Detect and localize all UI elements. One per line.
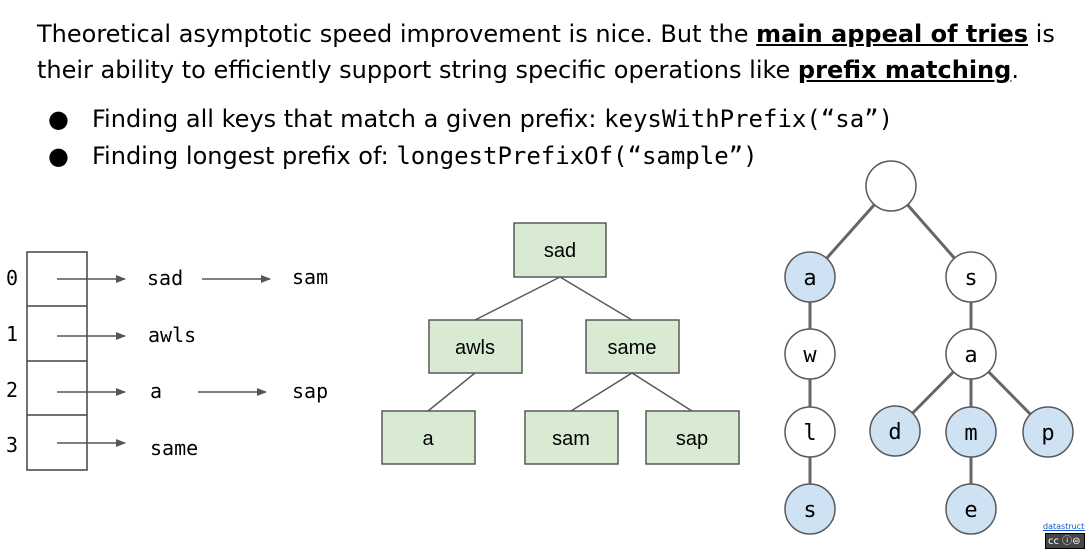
tree-edge	[559, 276, 633, 321]
trie-node-label: a	[803, 266, 816, 291]
trie	[808, 185, 1050, 509]
bst-node-label: awls	[455, 337, 495, 359]
bst-node	[513, 222, 607, 278]
binary-search-tree	[381, 222, 740, 465]
trie-node-label: l	[803, 421, 816, 446]
bullet-dot-icon: ●	[48, 105, 69, 133]
bucket-index: 3	[6, 433, 18, 457]
bst-node-label: same	[608, 337, 657, 359]
trie-key-node	[784, 483, 836, 535]
bst-node	[428, 319, 523, 374]
trie-key-node	[869, 405, 921, 457]
emphasis-main-appeal: main appeal of tries	[756, 20, 1029, 48]
trie-node-label: w	[803, 343, 817, 368]
footer-link[interactable]: datastructur	[1043, 522, 1085, 531]
bst-node-label: a	[422, 428, 434, 450]
tree-edge	[631, 372, 693, 412]
bst-node	[381, 410, 476, 465]
chain-key: same	[150, 436, 198, 460]
trie-key-node	[784, 251, 836, 303]
trie-node-label: m	[964, 421, 977, 446]
chain-key: sap	[292, 379, 328, 403]
cc-license-icon: cc ⓘ⊜	[1045, 533, 1085, 549]
trie-key-node	[945, 406, 997, 458]
chain-key: a	[150, 379, 162, 403]
trie-node-label: e	[964, 498, 977, 523]
bucket-index: 2	[6, 378, 18, 402]
trie-node	[945, 251, 997, 303]
trie-key-node	[945, 483, 997, 535]
tree-edge	[570, 372, 633, 412]
chain-key: sam	[292, 265, 328, 289]
bullet-dot-icon: ●	[48, 142, 69, 170]
bullet-longest-prefix: ●Finding longest prefix of: longestPrefi…	[48, 138, 758, 174]
trie-node-label: s	[803, 498, 816, 523]
trie-key-node	[1022, 406, 1074, 458]
emphasis-prefix-matching: prefix matching	[797, 56, 1012, 84]
bst-node	[645, 410, 740, 465]
bst-node-label: sad	[544, 240, 576, 262]
bst-node	[524, 410, 619, 465]
bst-node	[585, 319, 680, 374]
intro-text: Theoretical asymptotic speed improvement…	[37, 20, 1055, 84]
trie-node-label: a	[964, 343, 977, 368]
bucket-index: 0	[6, 266, 18, 290]
bucket-index: 1	[6, 322, 18, 346]
chain-key: awls	[148, 323, 196, 347]
bst-node-label: sap	[676, 428, 708, 450]
tree-edge	[474, 276, 561, 321]
bullet-keys-with-prefix: ●Finding all keys that match a given pre…	[48, 101, 893, 137]
hash-table: 0 1 2 3 sad awls a same sam sap	[6, 251, 328, 471]
trie-node	[784, 406, 836, 458]
trie-node	[784, 328, 836, 380]
trie-node-label: s	[964, 266, 977, 291]
trie-node	[945, 328, 997, 380]
bst-node-label: sam	[552, 428, 590, 450]
trie-node-label: d	[888, 420, 901, 445]
tree-edge	[427, 372, 476, 412]
chain-key: sad	[147, 266, 183, 290]
trie-node-label: p	[1041, 421, 1054, 446]
trie-root-node	[865, 160, 917, 212]
